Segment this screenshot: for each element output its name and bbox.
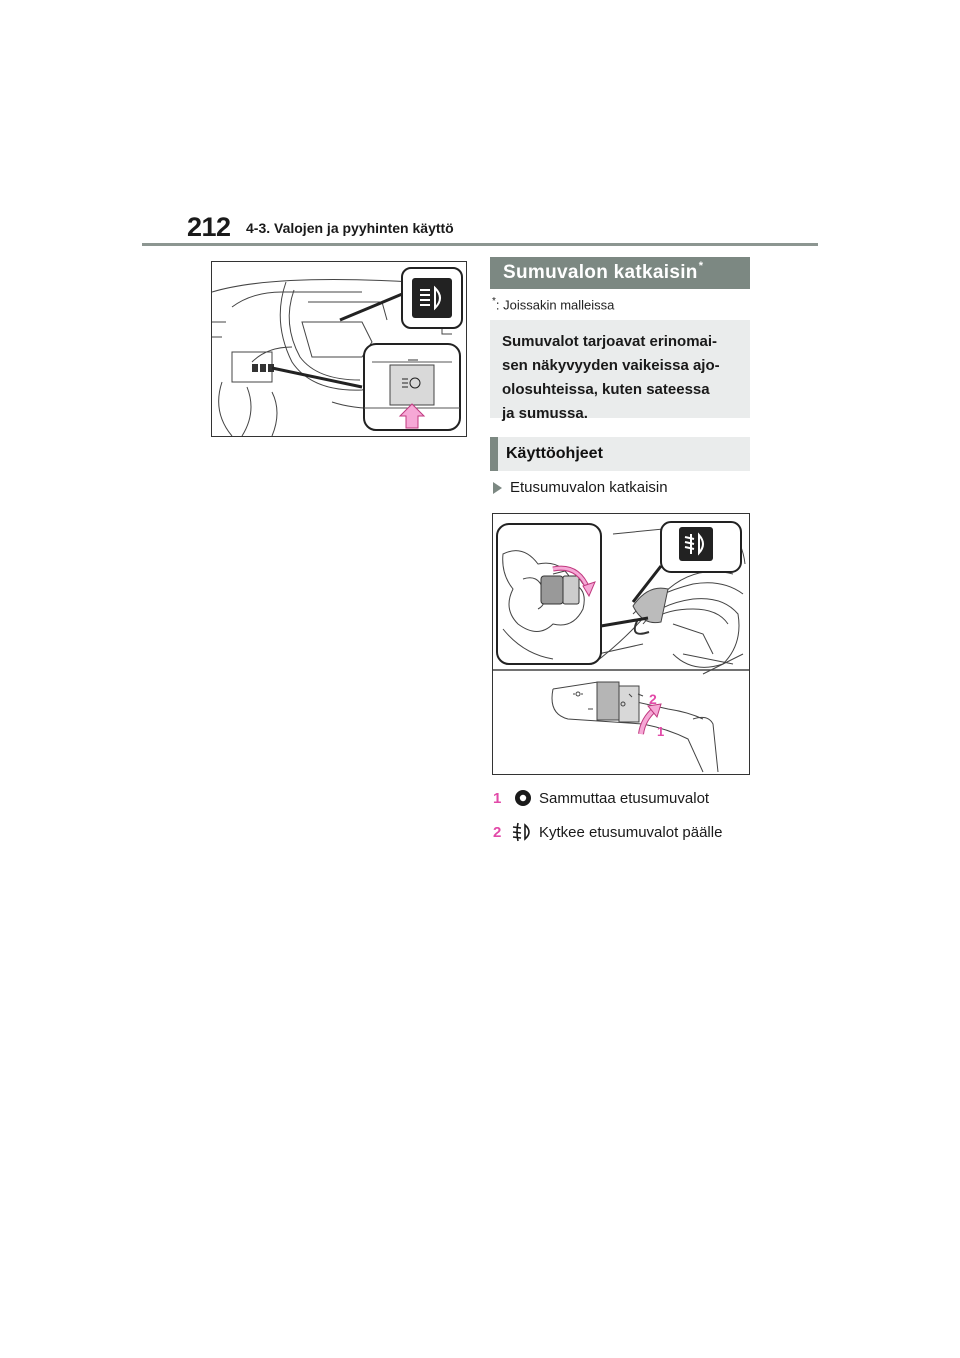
front-fog-light-icon [512, 822, 530, 842]
footnote-mark: * [492, 296, 496, 307]
dashboard-illustration [212, 267, 463, 436]
summary-line: ja sumussa. [502, 405, 588, 422]
step-number: 1 [493, 789, 502, 807]
auto-headlight-icon [402, 377, 421, 389]
section-title-asterisk: * [698, 260, 704, 272]
section-title: Sumuvalon katkaisin* [490, 257, 750, 289]
callout-1: 1 [657, 724, 664, 739]
step-number: 2 [493, 823, 502, 841]
triangle-bullet-icon [493, 481, 502, 494]
instructions-heading: Käyttöohjeet [490, 437, 750, 471]
section-title-text: Sumuvalon katkaisin [503, 262, 698, 283]
step-text: Kytkee etusumuvalot päälle [539, 823, 723, 841]
page-number: 212 [187, 212, 231, 242]
bullet-heading-text: Etusumuvalon katkaisin [510, 479, 668, 496]
header-rule [142, 243, 818, 246]
summary-line: Sumuvalot tarjoavat erinomai- [502, 333, 718, 350]
step-2: 2 Kytkee etusumuvalot päälle [493, 822, 722, 842]
step-text: Sammuttaa etusumuvalot [539, 789, 710, 807]
summary-line: sen näkyvyyden vaikeissa ajo- [502, 357, 720, 374]
front-fog-light-icon [684, 532, 704, 556]
bullet-heading: Etusumuvalon katkaisin [493, 479, 668, 496]
fog-light-off-icon [515, 790, 531, 806]
lever-illustration: 2 1 [493, 521, 749, 773]
footnote: *: Joissakin malleissa [492, 296, 614, 312]
callout-2: 2 [649, 691, 657, 707]
press-arrow-icon [398, 403, 426, 429]
fog-switch-figure: 2 1 [492, 513, 750, 775]
instructions-heading-text: Käyttöohjeet [506, 445, 603, 462]
headlight-switch-figure [211, 261, 467, 437]
summary-line: olosuhteissa, kuten sateessa [502, 381, 710, 398]
running-header: 4-3. Valojen ja pyyhinten käyttö [246, 220, 454, 236]
summary-box: Sumuvalot tarjoavat erinomai- sen näkyvy… [490, 320, 750, 422]
headlight-icon [420, 285, 441, 311]
footnote-text: : Joissakin malleissa [495, 297, 615, 313]
step-1: 1 Sammuttaa etusumuvalot [493, 788, 709, 808]
